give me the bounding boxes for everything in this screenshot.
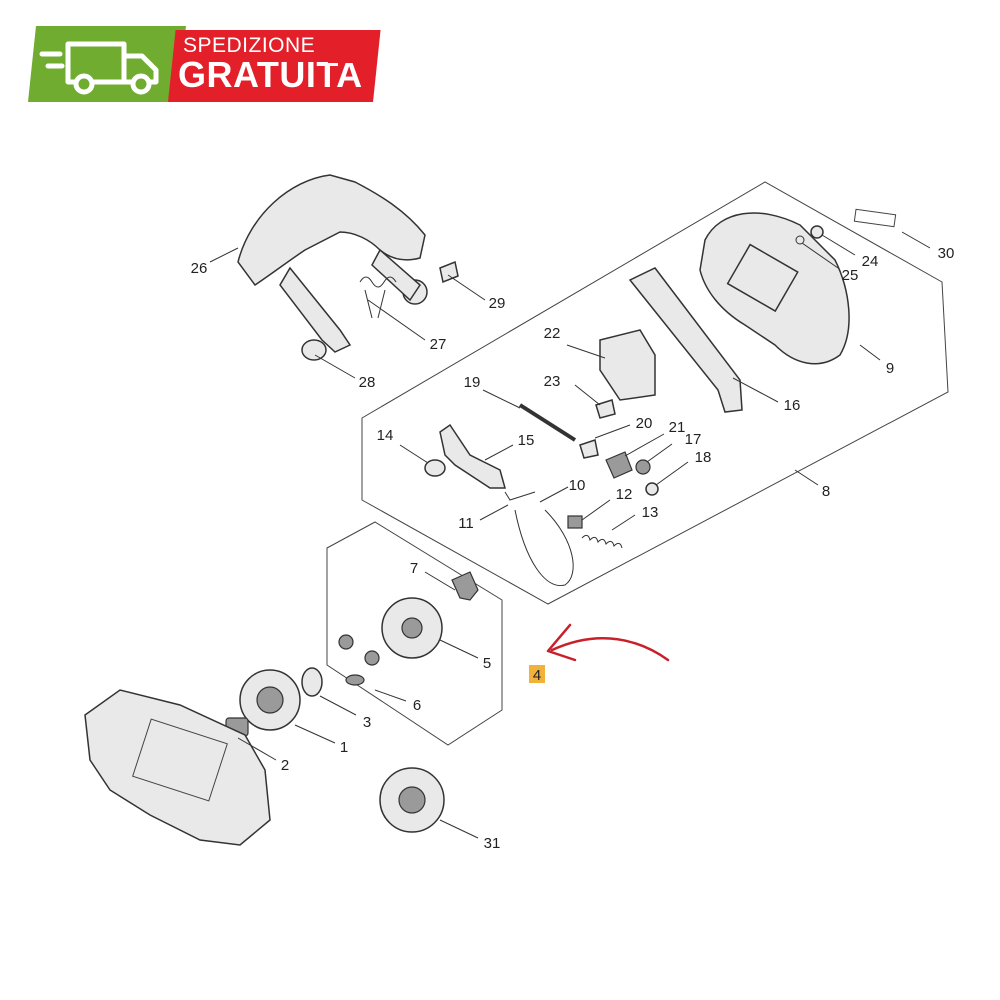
part-screw-23	[595, 399, 616, 419]
callout-30: 30	[938, 245, 955, 262]
part-spring-6	[345, 674, 365, 686]
part-spring-13	[581, 534, 623, 549]
part-plate-22	[599, 329, 656, 401]
part-brake-band-10	[514, 509, 574, 587]
part-nut-24	[810, 225, 824, 239]
callout-14: 14	[377, 427, 394, 444]
callout-19: 19	[464, 374, 481, 391]
part-drum-hub	[256, 686, 284, 714]
callout-highlight	[529, 665, 545, 683]
callout-21: 21	[669, 419, 686, 436]
callout-11: 11	[458, 515, 474, 532]
part-block-12	[567, 515, 583, 529]
callout-18: 18	[695, 449, 712, 466]
assembly-frame-8	[361, 181, 949, 605]
part-lever-15	[439, 423, 506, 489]
callout-1: 1	[340, 739, 348, 756]
red-arrow-head	[546, 623, 577, 662]
part-spring-27	[359, 276, 397, 319]
callout-3: 3	[363, 714, 371, 731]
part-label-30	[853, 208, 897, 228]
callout-9: 9	[886, 360, 894, 377]
callout-5: 5	[483, 655, 491, 672]
part-cover-recess	[726, 243, 799, 313]
callout-17: 17	[685, 431, 702, 448]
callout-31: 31	[484, 835, 501, 852]
callout-6: 6	[413, 697, 421, 714]
callout-labels: 1 2 3 4 5 6 7 8 9 10 11 12 13 14 15 16 1…	[191, 245, 955, 852]
part-pin-19	[518, 403, 577, 442]
part-clip-25	[795, 235, 805, 245]
part-clutch-hub	[401, 617, 423, 639]
callout-27: 27	[430, 336, 447, 353]
part-nut-17	[635, 459, 651, 475]
callout-8: 8	[822, 483, 830, 500]
badge-speed-dash	[328, 60, 374, 63]
part-chain-guard-16	[628, 267, 743, 413]
part-crankcase	[84, 689, 271, 846]
part-handle-arm	[279, 266, 352, 353]
part-clutch-shoe-7	[451, 571, 479, 601]
callout-16: 16	[784, 397, 801, 414]
delivery-truck-icon	[39, 41, 159, 95]
part-crankcase-panel	[132, 718, 228, 802]
callout-23: 23	[544, 373, 561, 390]
callout-22: 22	[544, 325, 561, 342]
part-handle	[237, 174, 426, 287]
callout-12: 12	[616, 486, 633, 503]
part-washer-3	[301, 667, 323, 697]
free-shipping-badge: SPEDIZIONE GRATUITA	[28, 26, 381, 106]
callout-10: 10	[569, 477, 586, 494]
callout-13: 13	[642, 504, 659, 521]
badge-text-spedizione: SPEDIZIONE	[183, 34, 316, 57]
callout-24: 24	[862, 253, 879, 270]
part-handle-link	[371, 248, 421, 302]
red-arrow-icon	[550, 637, 670, 662]
callout-2: 2	[281, 757, 289, 774]
callout-28: 28	[359, 374, 376, 391]
part-band-tab	[504, 491, 536, 501]
callout-4: 4	[533, 667, 541, 684]
callout-7: 7	[410, 560, 418, 577]
callout-29: 29	[489, 295, 506, 312]
badge-speed-dash	[316, 50, 356, 53]
part-spring-small	[364, 650, 380, 666]
leader-lines	[209, 231, 931, 839]
part-bushing-28	[301, 339, 327, 361]
callout-26: 26	[191, 260, 208, 277]
part-bolt-29	[439, 260, 459, 284]
part-washer-14	[424, 459, 446, 477]
callout-15: 15	[518, 432, 535, 449]
part-rim-hub	[398, 786, 426, 814]
assembly-frame-4	[326, 521, 503, 746]
callout-25: 25	[842, 267, 859, 284]
part-tip-20	[579, 439, 599, 459]
part-spring-small	[338, 634, 354, 650]
callout-20: 20	[636, 415, 653, 432]
part-block-21	[605, 451, 633, 479]
part-nut-18	[645, 482, 659, 496]
